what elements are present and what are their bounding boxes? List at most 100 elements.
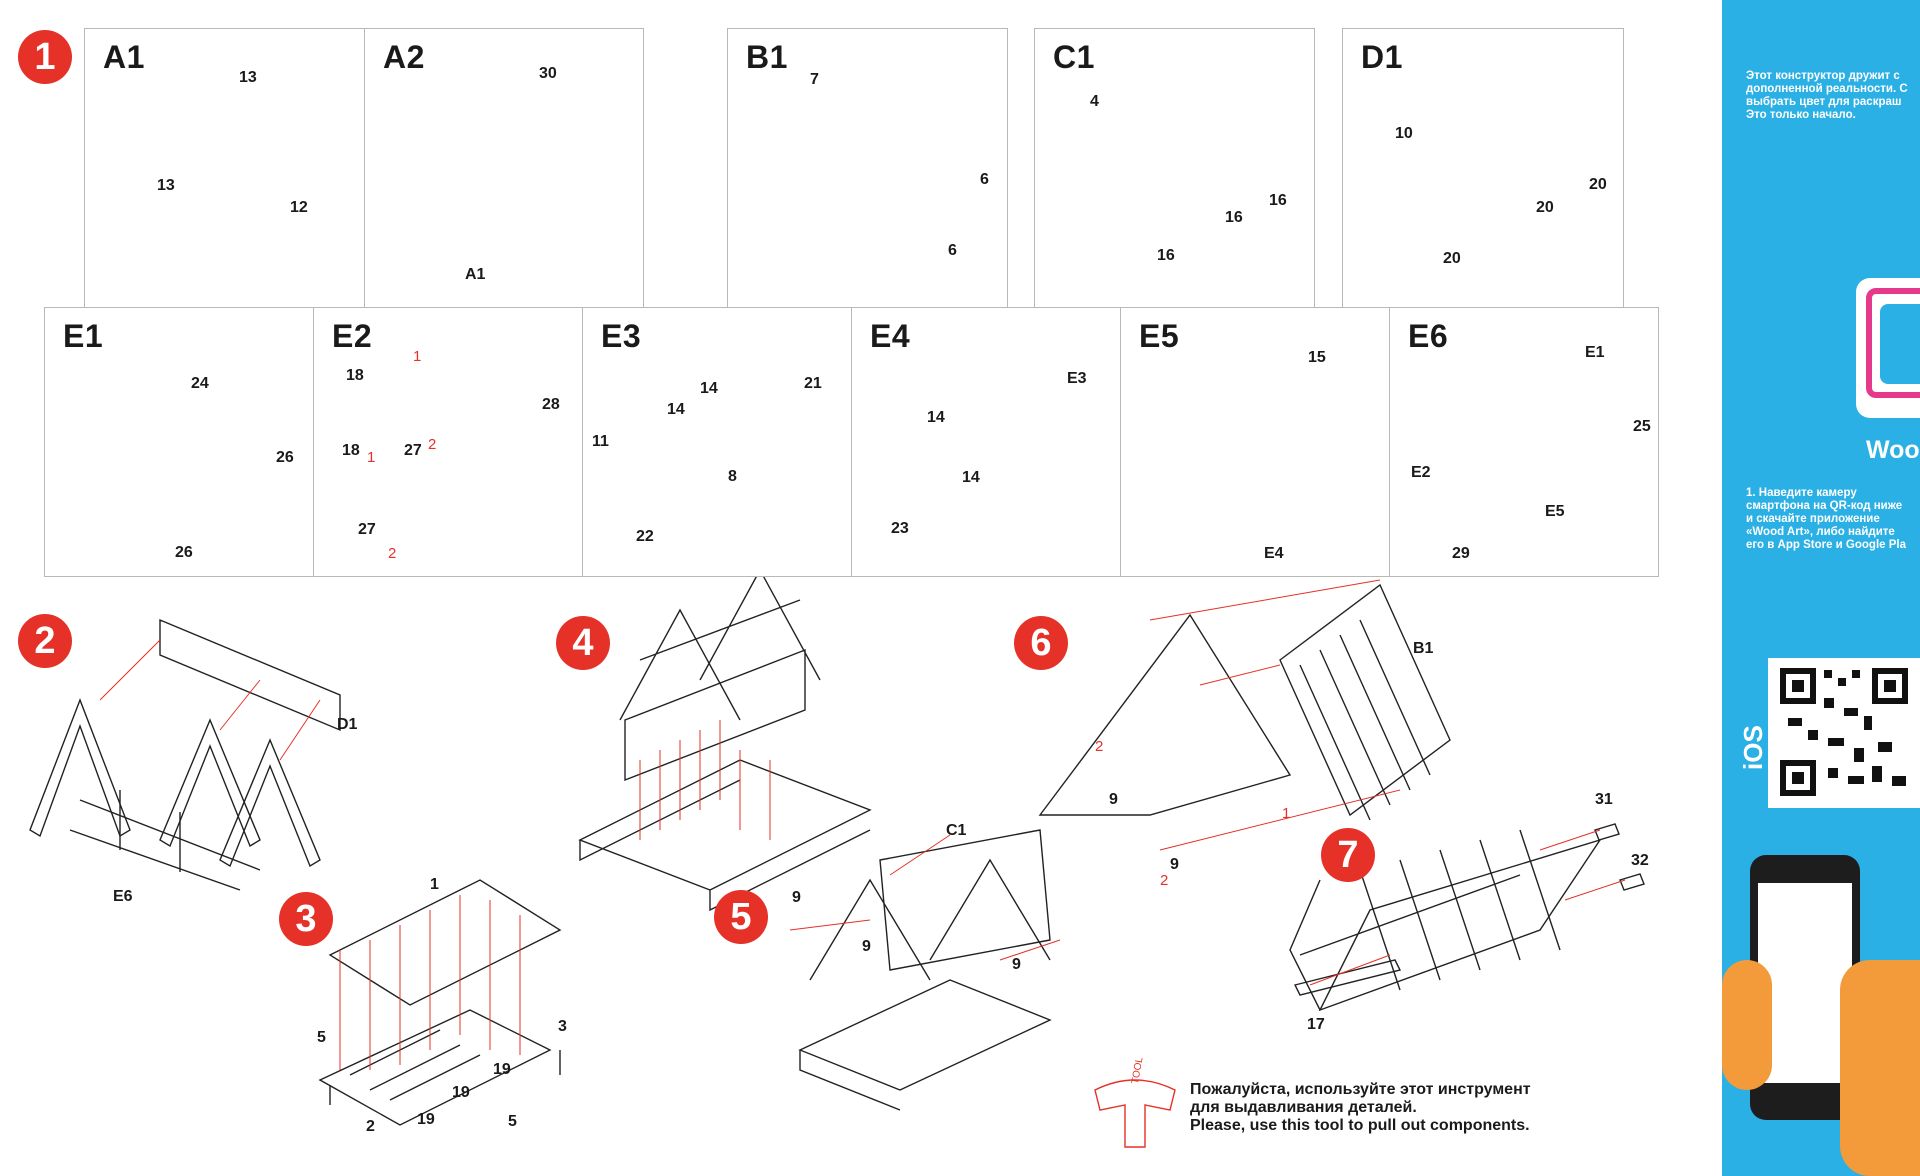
part-label: 19 (493, 1061, 511, 1078)
part-label: 14 (667, 401, 685, 418)
panel-title: C1 (1053, 39, 1095, 75)
phone-screen (1758, 883, 1852, 1083)
part-label: 14 (700, 380, 718, 397)
step-1-badge: 1 (18, 30, 72, 84)
panel-title: B1 (746, 39, 788, 75)
step-7-badge: 7 (1321, 828, 1375, 882)
part-label: 26 (175, 544, 193, 561)
part-label: 16 (1269, 192, 1287, 209)
part-label: 32 (1631, 852, 1649, 869)
panel-title: D1 (1361, 39, 1403, 75)
ar-intro-text: Этот конструктор дружит с дополненной ре… (1746, 70, 1908, 121)
ar-step-1-text: 1. Наведите камеру смартфона на QR-код н… (1746, 487, 1906, 551)
part-label: E4 (1264, 545, 1284, 562)
panel-a2: A2 30 A1 (364, 28, 644, 308)
tool-instruction: Пожалуйста, используйте этот инструмент … (1190, 1081, 1531, 1135)
part-label: 2 (366, 1118, 375, 1135)
part-label: 25 (1633, 418, 1651, 435)
part-label: 27 (404, 442, 422, 459)
part-label: 7 (810, 71, 819, 88)
panel-e3: E3 14 21 14 11 8 22 (582, 307, 852, 577)
part-label: 23 (891, 520, 909, 537)
part-label: 11 (592, 433, 609, 450)
hand-illustration (1840, 960, 1920, 1176)
part-label: 13 (239, 69, 257, 86)
panel-e6: E6 E1 25 E2 E5 29 (1389, 307, 1659, 577)
part-label: 21 (804, 375, 822, 392)
step-6-badge: 6 (1014, 616, 1068, 670)
arrow-number: 2 (1160, 872, 1169, 889)
part-label: 26 (276, 449, 294, 466)
part-label: 8 (728, 468, 737, 485)
part-label: 3 (558, 1018, 567, 1035)
part-label: 5 (317, 1029, 326, 1046)
part-label: 31 (1595, 791, 1613, 808)
part-label: 9 (1170, 856, 1179, 873)
panel-c1: C1 4 16 16 16 (1034, 28, 1315, 308)
panel-title: E5 (1139, 318, 1180, 354)
panel-title: A2 (383, 39, 425, 75)
panel-e5: E5 15 E4 (1120, 307, 1390, 577)
part-label: 16 (1225, 209, 1243, 226)
panel-e4: E4 E3 14 14 23 (851, 307, 1121, 577)
panel-e1: E1 24 26 26 (44, 307, 314, 577)
part-label: 13 (157, 177, 175, 194)
part-label: E2 (1411, 464, 1431, 481)
part-label: 18 (346, 367, 364, 384)
part-label: 14 (927, 409, 945, 426)
part-label: 17 (1307, 1016, 1325, 1033)
arrow-number: 1 (413, 348, 422, 365)
step-2-badge: 2 (18, 614, 72, 668)
panel-title: E1 (63, 318, 104, 354)
part-label: D1 (337, 716, 358, 733)
panel-e2: E2 18 28 27 18 27 1 2 1 2 (313, 307, 583, 577)
part-label: E1 (1585, 344, 1605, 361)
part-label: 18 (342, 442, 360, 459)
panel-title: E6 (1408, 318, 1449, 354)
panel-title: A1 (103, 39, 145, 75)
part-label: 22 (636, 528, 654, 545)
step-4-badge: 4 (556, 616, 610, 670)
tool-instruction-line: для выдавливания деталей. (1190, 1099, 1417, 1116)
panel-title: E4 (870, 318, 911, 354)
ar-sidebar: Этот конструктор дружит с дополненной ре… (1722, 0, 1920, 1176)
part-label: E6 (113, 888, 133, 905)
hand-illustration (1722, 960, 1772, 1090)
part-label: 30 (539, 65, 557, 82)
part-label: 5 (508, 1113, 517, 1130)
step-3-badge: 3 (279, 892, 333, 946)
part-label: 19 (417, 1111, 435, 1128)
arrow-number: 2 (1095, 738, 1104, 755)
part-label: 24 (191, 375, 209, 392)
part-label: 29 (1452, 545, 1470, 562)
part-label: B1 (1413, 640, 1434, 657)
part-label: 1 (430, 876, 439, 893)
part-label: 20 (1589, 176, 1607, 193)
part-label: 9 (1109, 791, 1118, 808)
part-label: 6 (980, 171, 989, 188)
part-label: 16 (1157, 247, 1175, 264)
arrow-number: 1 (1282, 805, 1291, 822)
app-logo-icon (1856, 278, 1920, 418)
part-label: 14 (962, 469, 980, 486)
arrow-number: 2 (428, 436, 437, 453)
qr-code-icon[interactable] (1768, 658, 1920, 808)
panel-a1: A1 13 13 12 (84, 28, 365, 308)
part-label: 6 (948, 242, 957, 259)
arrow-number: 2 (388, 545, 397, 562)
part-label: 9 (862, 938, 871, 955)
panel-d1: D1 10 20 20 20 (1342, 28, 1624, 308)
panel-title: E3 (601, 318, 642, 354)
part-label: 15 (1308, 349, 1326, 366)
part-label: C1 (946, 822, 967, 839)
part-label: 27 (358, 521, 376, 538)
part-label: 19 (452, 1084, 470, 1101)
part-label: 12 (290, 199, 308, 216)
app-brand-name: Woo (1866, 436, 1920, 464)
part-label: 9 (1012, 956, 1021, 973)
part-label: A1 (465, 266, 486, 283)
part-label: E5 (1545, 503, 1565, 520)
part-label: 28 (542, 396, 560, 413)
tool-instruction-line: Please, use this tool to pull out compon… (1190, 1117, 1530, 1134)
part-label: E3 (1067, 370, 1087, 387)
